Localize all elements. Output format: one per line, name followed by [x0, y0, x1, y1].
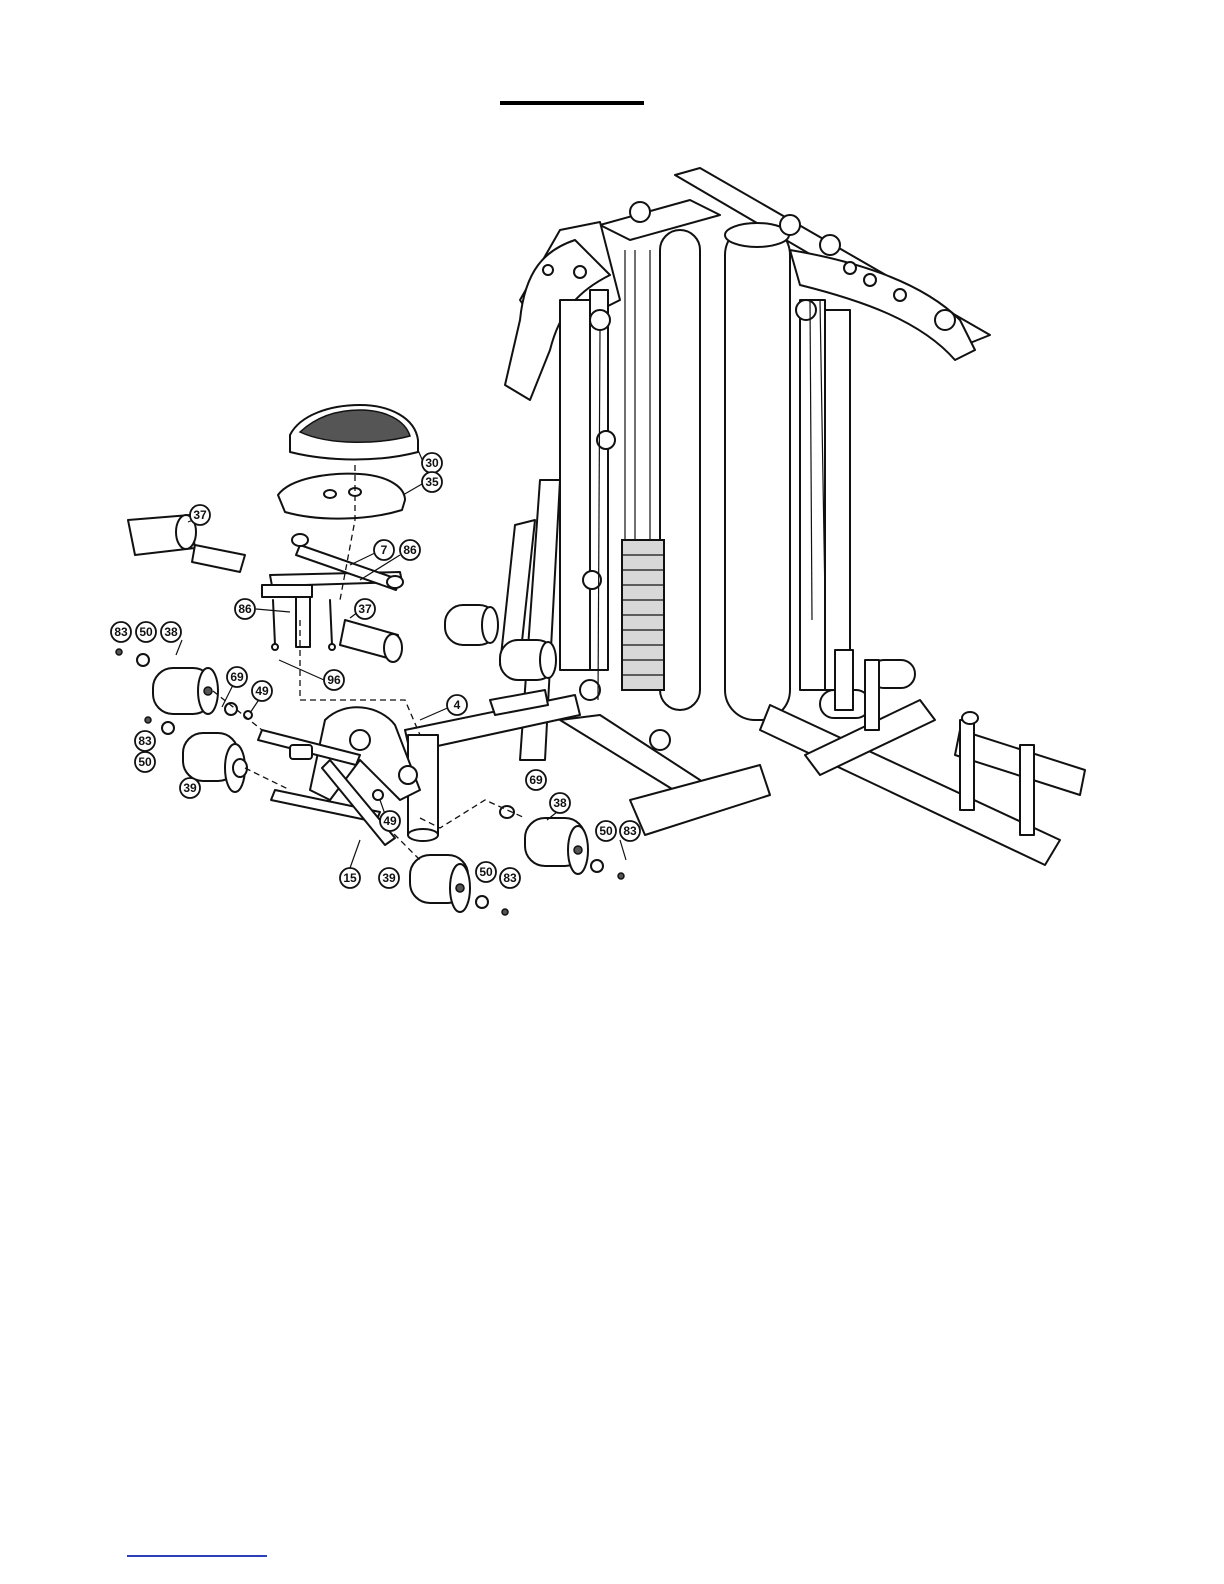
pad-37-left-tube: [192, 545, 245, 572]
weight-shroud-right: [725, 225, 790, 720]
callout-label: 50: [599, 824, 613, 838]
callout-39: 39: [379, 868, 399, 888]
callout-69: 69: [227, 667, 247, 687]
callout-label: 49: [383, 814, 397, 828]
callout-86: 86: [400, 540, 420, 560]
callout-label: 37: [193, 508, 207, 522]
callout-49: 49: [252, 681, 272, 701]
callout-label: 39: [382, 871, 396, 885]
callout-38: 38: [550, 793, 570, 813]
callout-label: 35: [425, 475, 439, 489]
callout-label: 50: [139, 625, 153, 639]
callout-15: 15: [340, 868, 360, 888]
callout-37: 37: [355, 599, 375, 619]
callout-49: 49: [380, 811, 400, 831]
callout-label: 7: [381, 543, 388, 557]
callout-39: 39: [180, 778, 200, 798]
callout-label: 37: [358, 602, 372, 616]
callout-label: 50: [479, 865, 493, 879]
callout-label: 39: [183, 781, 197, 795]
callout-label: 83: [138, 734, 152, 748]
callout-label: 15: [343, 871, 357, 885]
callout-86: 86: [235, 599, 255, 619]
callout-label: 83: [503, 871, 517, 885]
seat-board: [278, 474, 405, 519]
callout-37: 37: [190, 505, 210, 525]
callout-label: 86: [403, 543, 417, 557]
callout-83: 83: [111, 622, 131, 642]
callout-50: 50: [476, 862, 496, 882]
callout-label: 83: [623, 824, 637, 838]
callout-label: 38: [553, 796, 567, 810]
callout-label: 50: [138, 755, 152, 769]
footer-link-underline: [127, 1555, 267, 1557]
callout-38: 38: [161, 622, 181, 642]
weight-stack: [622, 540, 664, 690]
washer-50a: [137, 654, 149, 666]
callout-96: 96: [324, 670, 344, 690]
callout-30: 30: [422, 453, 442, 473]
callout-label: 4: [454, 698, 461, 712]
callout-label: 69: [529, 773, 543, 787]
callout-label: 69: [230, 670, 244, 684]
callout-label: 96: [327, 673, 341, 687]
callout-50: 50: [135, 752, 155, 772]
callout-label: 83: [114, 625, 128, 639]
callout-83: 83: [620, 821, 640, 841]
callout-label: 38: [164, 625, 178, 639]
callout-69: 69: [526, 770, 546, 790]
callout-7: 7: [374, 540, 394, 560]
tower-frame: [505, 168, 990, 750]
callout-50: 50: [596, 821, 616, 841]
callout-50: 50: [136, 622, 156, 642]
upright-left: [560, 300, 590, 670]
weight-shroud-left: [660, 230, 700, 710]
callout-83: 83: [500, 868, 520, 888]
callout-4: 4: [447, 695, 467, 715]
callout-label: 30: [425, 456, 439, 470]
leg-unit: [258, 480, 580, 845]
callout-35: 35: [422, 472, 442, 492]
callout-label: 86: [238, 602, 252, 616]
top-crossbeam: [600, 200, 720, 240]
seat-post: [296, 592, 310, 647]
callout-label: 49: [255, 684, 269, 698]
callout-83: 83: [135, 731, 155, 751]
